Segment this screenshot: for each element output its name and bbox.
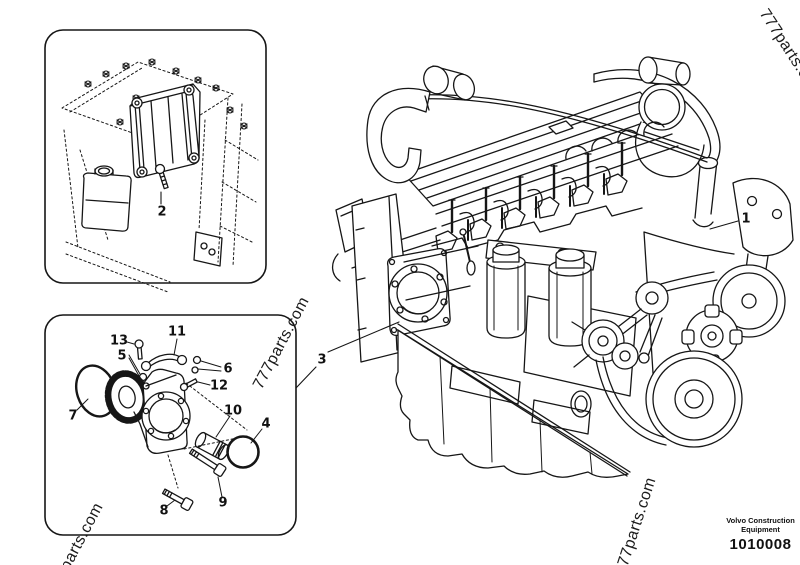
stud-12 (179, 378, 198, 392)
inset-pump-box (44, 314, 297, 536)
relay-bracket (193, 231, 223, 267)
washer-6a (192, 355, 202, 365)
pump-mount-flange (386, 247, 451, 337)
bolt-8 (161, 488, 194, 511)
callout-12: 12 (209, 378, 229, 394)
ecu-module (129, 83, 201, 179)
callout-3: 3 (317, 352, 327, 368)
callout-7: 7 (68, 408, 78, 424)
accessory-drive (571, 264, 786, 448)
turbo-inlet-ring (638, 83, 686, 131)
drive-gear (104, 370, 150, 424)
turbocharger (635, 56, 705, 178)
inset-pump-border (44, 314, 297, 536)
fan-hub (681, 304, 743, 368)
bolt-9 (188, 448, 227, 477)
block-details (403, 228, 479, 301)
callout-10: 10 (223, 403, 243, 419)
washer-6b (191, 366, 199, 374)
callout-9: 9 (218, 495, 228, 511)
lube-tube (140, 353, 188, 372)
reservoir (81, 165, 132, 232)
figure-number: 1010008 (729, 536, 792, 553)
idler-pulley (635, 281, 669, 315)
callout-leaders (160, 191, 739, 389)
fuel-filters (486, 244, 592, 347)
intake-hose (366, 65, 476, 184)
brand-line-2: Equipment (741, 525, 780, 534)
alignment-lines (167, 382, 248, 489)
cab-frame (61, 61, 259, 293)
callout-1: 1 (741, 211, 751, 227)
callout-2: 2 (157, 204, 167, 220)
belt-lower (595, 356, 669, 446)
callout-4: 4 (261, 416, 271, 432)
callout-11: 11 (167, 324, 187, 340)
bolt-13 (134, 339, 144, 360)
bushing-10 (194, 431, 230, 461)
washer-5b (142, 382, 150, 390)
callout-13: 13 (109, 333, 129, 349)
valve-cover (403, 91, 670, 207)
coolant-pipe (593, 69, 721, 167)
inset-pump-leaders (76, 338, 263, 507)
inset-ecu-border (44, 29, 267, 284)
pump-housing (133, 368, 191, 454)
o-ring-4 (226, 435, 260, 469)
bolt-2 (154, 163, 169, 190)
callout-8: 8 (159, 503, 169, 519)
callout-6: 6 (223, 361, 233, 377)
thermostat-housing (692, 156, 719, 228)
callout-5: 5 (117, 348, 127, 364)
inset-ecu-box (44, 29, 267, 293)
pan-rail (395, 323, 631, 477)
brand-line-1: Volvo Construction (726, 516, 795, 525)
engine-illustration (331, 56, 794, 478)
brand-text: Volvo Construction Equipment (712, 516, 800, 534)
crank-pulley (645, 350, 743, 448)
